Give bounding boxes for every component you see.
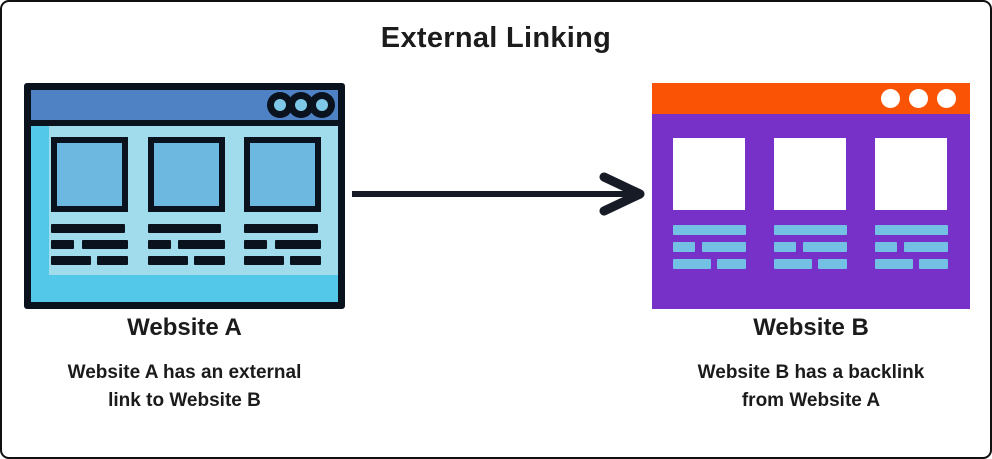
- text-line-bar: [716, 259, 746, 269]
- window-controls: [267, 92, 335, 118]
- text-line-bar: [147, 224, 222, 233]
- window-dot-icon: [881, 89, 900, 108]
- text-line-bar: [875, 225, 948, 235]
- text-line-bar: [290, 256, 321, 265]
- window-dot-center: [316, 99, 328, 111]
- text-line-bar: [178, 240, 225, 249]
- text-line-bar: [193, 256, 225, 265]
- text-line-bar: [702, 242, 746, 252]
- text-line-bar: [51, 224, 125, 233]
- website-a-caption-line2: link to Website B: [108, 389, 261, 411]
- content-column: [875, 138, 948, 309]
- window-dot-icon: [288, 92, 314, 118]
- window-dot-center: [295, 99, 307, 111]
- text-line-bar: [803, 242, 847, 252]
- text-line-bar: [147, 256, 188, 265]
- text-line-bar: [918, 259, 948, 269]
- text-line-row: [244, 256, 321, 265]
- window-dot-icon: [309, 92, 335, 118]
- text-line-bar: [875, 242, 897, 252]
- text-line-row: [147, 256, 225, 265]
- text-line-bar: [673, 242, 695, 252]
- website-a-label: Website A: [127, 314, 242, 341]
- text-line-bar: [244, 224, 318, 233]
- website-a-content: [49, 126, 338, 275]
- content-column: [244, 137, 321, 275]
- text-line-bar: [97, 256, 128, 265]
- website-a-titlebar: [31, 90, 338, 126]
- text-line-row: [51, 240, 128, 249]
- text-line-bar: [774, 225, 847, 235]
- website-b-caption-line1: Website B has a backlink: [697, 362, 925, 383]
- content-column: [774, 138, 847, 309]
- thumbnail-box: [147, 137, 225, 212]
- text-line-bar: [81, 240, 128, 249]
- text-line-bar: [244, 240, 268, 249]
- thumbnail-box: [774, 138, 846, 210]
- text-line-row: [774, 259, 847, 269]
- thumbnail-box: [51, 137, 128, 212]
- diagram-title: External Linking: [380, 22, 612, 54]
- website-b-label: Website B: [753, 314, 869, 341]
- text-line-bar: [817, 259, 847, 269]
- website-b-caption: Website B has a backlink from Website A: [642, 359, 980, 414]
- text-line-bar: [147, 240, 171, 249]
- text-line-row: [875, 242, 948, 252]
- text-line-row: [774, 242, 847, 252]
- text-line-bar: [673, 259, 711, 269]
- window-dot-center: [274, 99, 286, 111]
- text-line-bar: [875, 259, 913, 269]
- external-link-arrow: [350, 170, 650, 218]
- text-line-row: [51, 256, 128, 265]
- thumbnail-box: [673, 138, 745, 210]
- text-line-row: [244, 240, 321, 249]
- text-line-bar: [904, 242, 948, 252]
- text-line-bar: [244, 256, 285, 265]
- text-line-bar: [774, 242, 796, 252]
- website-a-caption-line1: Website A has an external: [67, 362, 302, 383]
- text-line-row: [875, 259, 948, 269]
- website-a-caption: Website A has an external link to Websit…: [14, 359, 355, 414]
- text-line-bar: [774, 259, 812, 269]
- text-line-bar: [51, 256, 92, 265]
- content-column: [147, 137, 225, 275]
- arrow-right-icon: [352, 172, 645, 216]
- text-line-bar: [673, 225, 746, 235]
- text-line-bar: [51, 240, 75, 249]
- content-column: [673, 138, 746, 309]
- thumbnail-box: [875, 138, 947, 210]
- content-column: [51, 137, 128, 275]
- website-b-content: [652, 114, 970, 309]
- website-b-caption-line2: from Website A: [741, 389, 881, 411]
- thumbnail-box: [244, 137, 321, 212]
- text-line-row: [673, 259, 746, 269]
- website-a-window: [24, 83, 345, 309]
- website-b-window: [652, 83, 970, 309]
- text-line-row: [673, 242, 746, 252]
- website-b-titlebar: [652, 83, 970, 114]
- window-dot-icon: [909, 89, 928, 108]
- window-dot-icon: [937, 89, 956, 108]
- text-line-bar: [274, 240, 321, 249]
- text-line-row: [147, 240, 225, 249]
